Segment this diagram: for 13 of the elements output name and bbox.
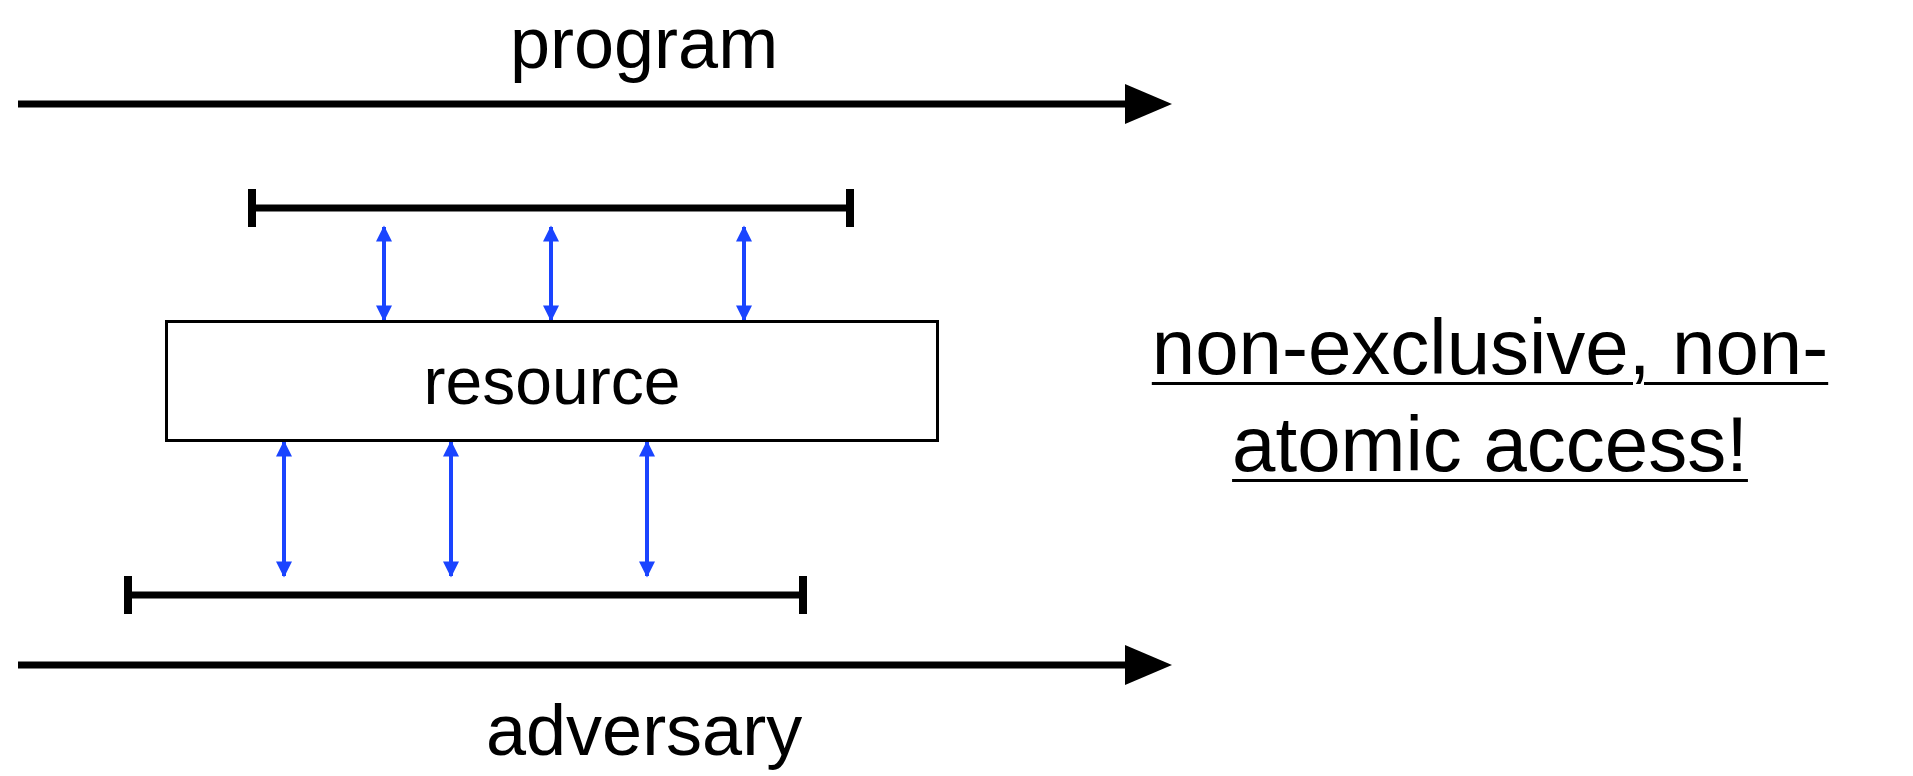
- timeline-label: adversary: [486, 690, 803, 770]
- double-arrow: [376, 225, 392, 322]
- double-arrow: [639, 440, 655, 578]
- resource-box: [165, 320, 939, 442]
- interval-bar: [248, 189, 854, 227]
- note-text: non-exclusive, non-atomic access!: [1150, 301, 1830, 490]
- node-label: resource: [423, 343, 681, 419]
- double-arrow: [276, 440, 292, 578]
- double-arrow: [443, 440, 459, 578]
- interval-bar: [124, 576, 807, 614]
- double-arrow: [543, 225, 559, 322]
- timeline-label: program: [510, 3, 779, 83]
- double-arrow: [736, 225, 752, 322]
